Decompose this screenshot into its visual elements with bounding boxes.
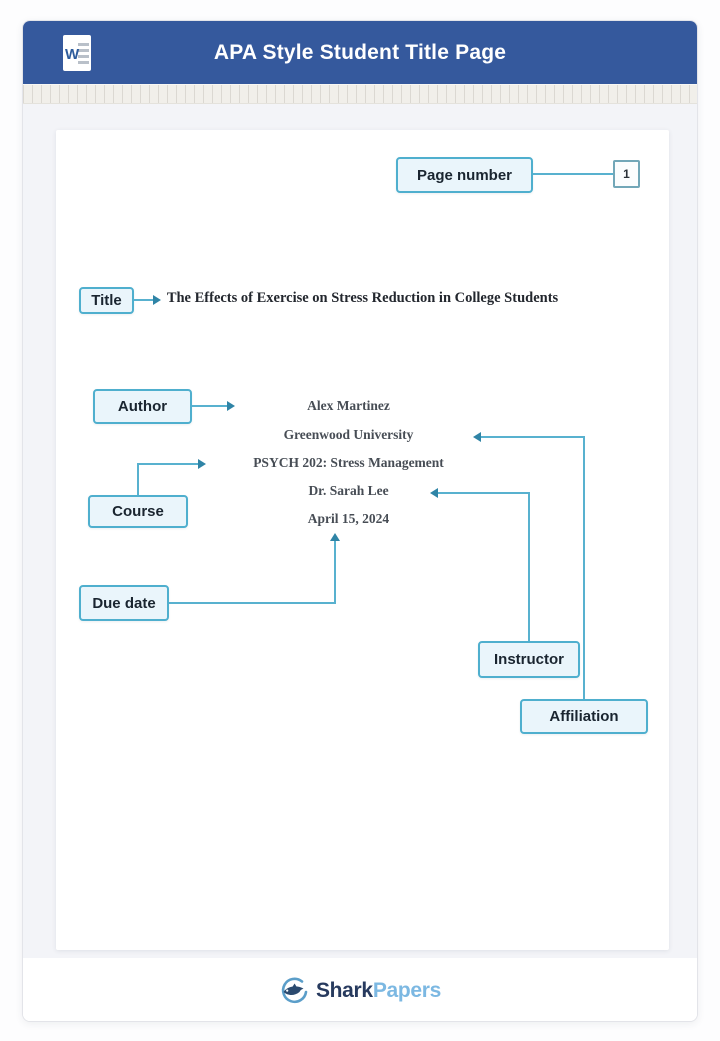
paper-author: Alex Martinez: [307, 398, 390, 413]
connector-due-date-vertical: [334, 541, 336, 604]
infographic-card: W APA Style Student Title Page Page numb…: [22, 20, 698, 1022]
brand-secondary: Papers: [372, 978, 442, 1002]
brand-logo-text: SharkPapers: [316, 979, 441, 1003]
callout-course: Course: [88, 495, 188, 528]
connector-author: [192, 405, 228, 407]
connector-affiliation-horizontal: [481, 436, 585, 438]
callout-due-date-label: Due date: [92, 594, 156, 612]
document-viewport: Page number 1 Title The Effects of Exerc…: [23, 104, 697, 958]
page-number-text: 1: [623, 167, 630, 181]
connector-instructor-vertical: [528, 492, 530, 641]
connector-affiliation-vertical: [583, 436, 585, 699]
callout-course-label: Course: [112, 503, 164, 520]
connector-course-horizontal: [137, 463, 199, 465]
svg-text:W: W: [65, 46, 80, 63]
arrowhead-title: [153, 295, 161, 305]
callout-author-label: Author: [117, 398, 168, 415]
paper-instructor: Dr. Sarah Lee: [308, 483, 389, 498]
arrowhead-course: [198, 459, 206, 469]
callout-page-number-label: Page number: [416, 166, 513, 184]
paper-course: PSYCH 202: Stress Management: [253, 455, 444, 470]
shark-swirl-icon: [279, 976, 309, 1006]
document-ruler: [23, 84, 697, 104]
word-document-icon: W: [57, 32, 99, 74]
paper-affiliation: Greenwood University: [283, 427, 414, 442]
callout-title: Title: [79, 287, 134, 314]
connector-course-vertical: [137, 463, 139, 495]
callout-author: Author: [93, 389, 192, 424]
page-number-value: 1: [613, 160, 640, 188]
callout-due-date: Due date: [79, 585, 169, 621]
arrowhead-due-date: [330, 533, 340, 541]
callout-title-label: Title: [91, 292, 122, 309]
callout-affiliation: Affiliation: [520, 699, 648, 734]
arrowhead-instructor: [430, 488, 438, 498]
connector-page-number: [533, 173, 613, 175]
brand-primary: Shark: [315, 978, 373, 1002]
connector-due-date-horizontal: [169, 602, 336, 604]
page-title: APA Style Student Title Page: [213, 40, 507, 64]
paper-title: The Effects of Exercise on Stress Reduct…: [166, 290, 559, 306]
callout-instructor: Instructor: [478, 641, 580, 678]
header-bar: W APA Style Student Title Page: [23, 21, 697, 84]
paper-due-date: April 15, 2024: [307, 511, 390, 526]
footer-bar: SharkPapers: [23, 958, 697, 1021]
apa-title-page: Page number 1 Title The Effects of Exerc…: [56, 130, 669, 950]
connector-instructor-horizontal: [438, 492, 530, 494]
callout-affiliation-label: Affiliation: [549, 708, 619, 725]
callout-instructor-label: Instructor: [493, 651, 564, 668]
arrowhead-affiliation: [473, 432, 481, 442]
callout-page-number: Page number: [396, 157, 533, 193]
arrowhead-author: [227, 401, 235, 411]
connector-title: [134, 299, 154, 301]
